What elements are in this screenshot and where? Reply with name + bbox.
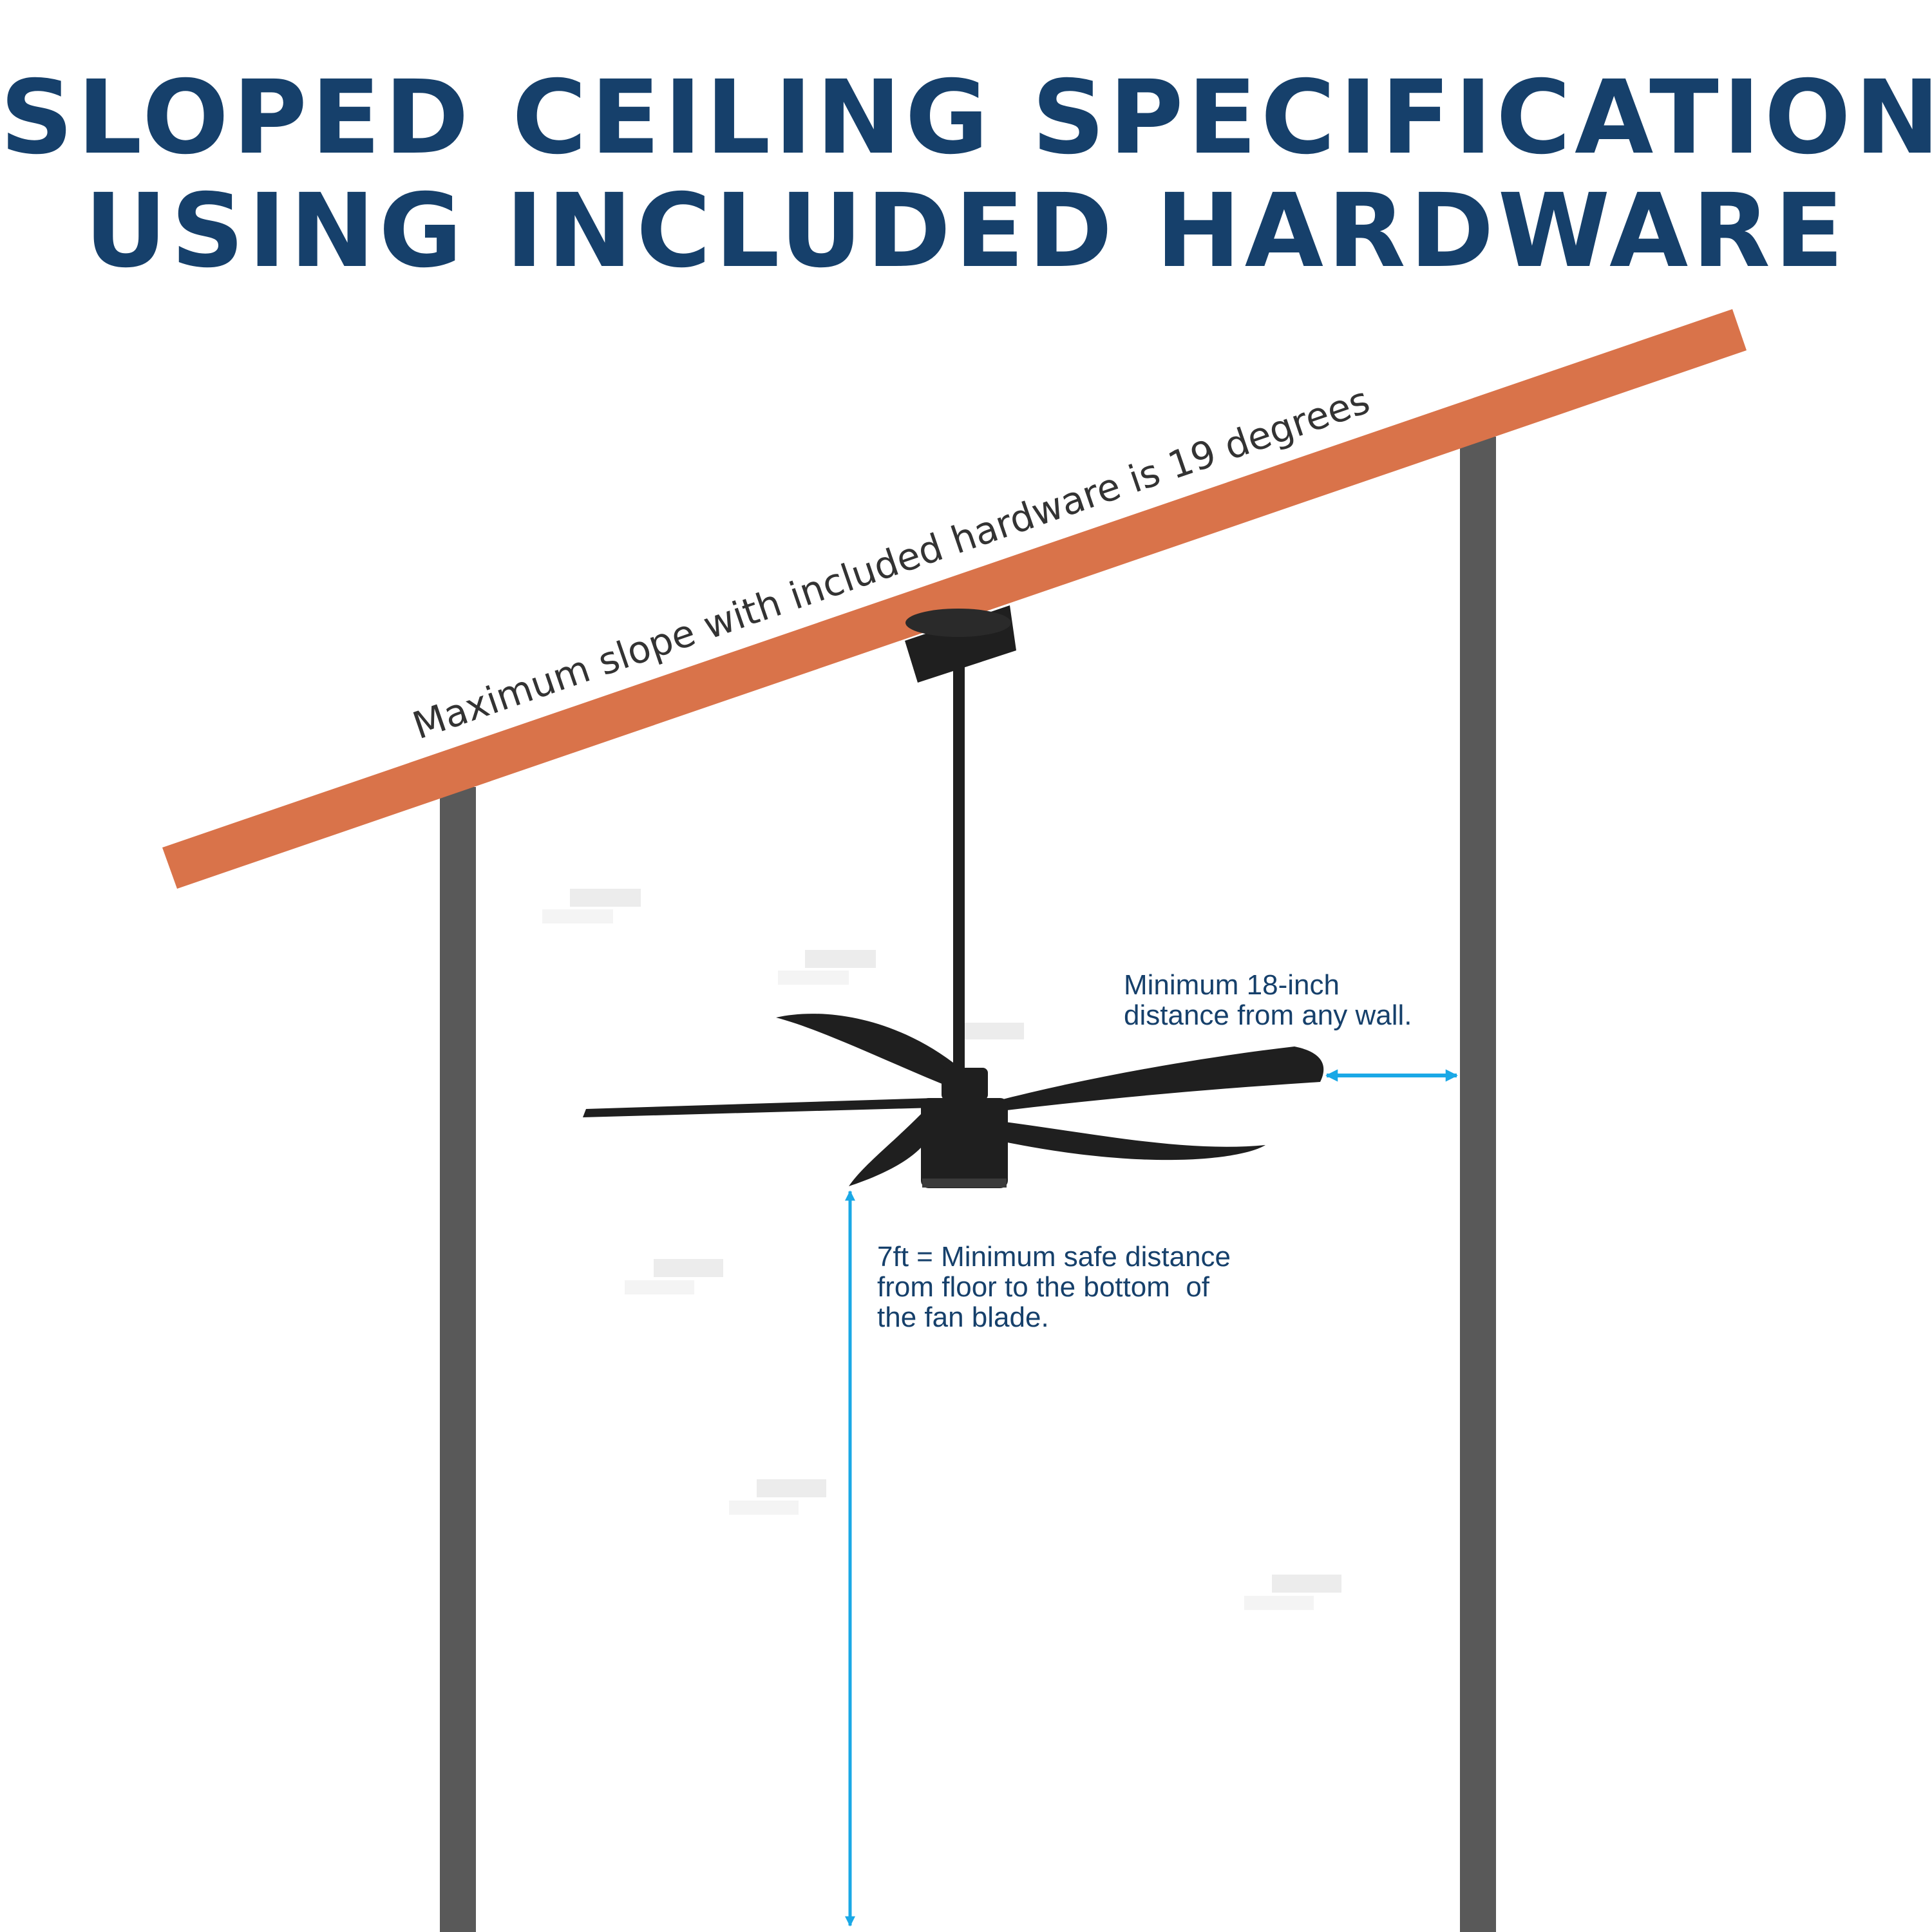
floor-note-line-3: the fan blade. — [877, 1302, 1049, 1333]
ceiling-beam — [162, 309, 1747, 889]
ceiling-fan-icon — [583, 605, 1324, 1188]
wall-clearance-note: Minimum 18-inch distance from any wall. — [1124, 970, 1412, 1030]
floor-note-line-2: from floor to the bottom of — [877, 1271, 1210, 1303]
slope-label: Maximum slope with included hardware is … — [407, 378, 1375, 748]
floor-note-line-1: 7ft = Minimum safe distance — [877, 1241, 1231, 1273]
wall-note-line-1: Minimum 18-inch — [1124, 969, 1340, 1001]
left-wall — [440, 787, 476, 1932]
faint-marks — [542, 889, 1341, 1610]
page-title: SLOPED CEILING SPECIFICATIONS USING INCL… — [0, 61, 1932, 288]
wall-note-line-2: distance from any wall. — [1124, 999, 1412, 1031]
right-wall — [1460, 437, 1496, 1932]
title-line-2: USING INCLUDED HARDWARE — [84, 172, 1848, 290]
floor-clearance-note: 7ft = Minimum safe distance from floor t… — [877, 1242, 1231, 1332]
title-line-1: SLOPED CEILING SPECIFICATIONS — [0, 59, 1932, 177]
